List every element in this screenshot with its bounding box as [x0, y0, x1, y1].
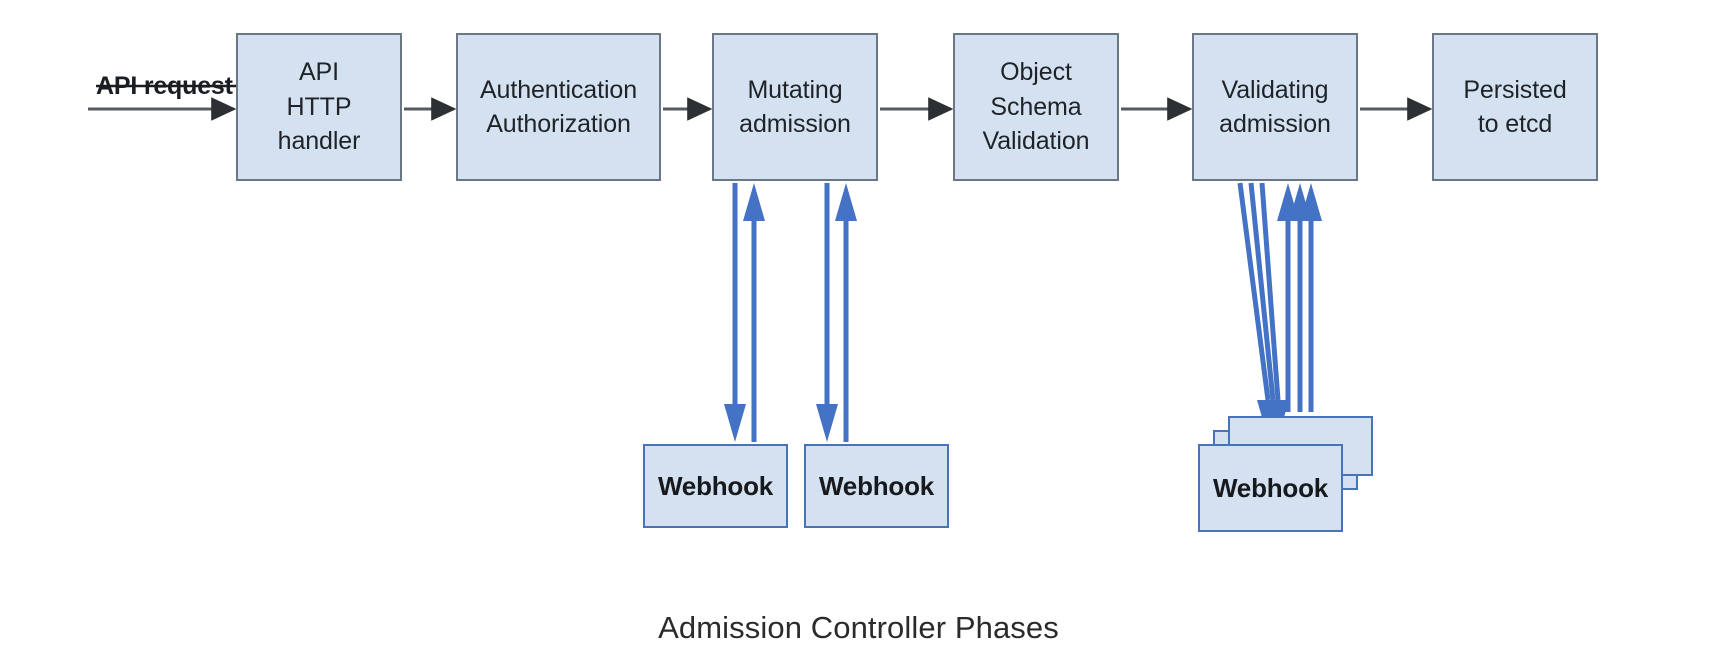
arrow-up-validating-webhook-3 — [1300, 183, 1322, 412]
arrow-up-validating-webhook-1 — [1277, 183, 1299, 412]
phase-box-mutating-admission: Mutating admission — [712, 33, 878, 181]
arrow-down-mutating-webhook-2 — [816, 183, 838, 442]
arrow-down-validating-webhook-1 — [1237, 182, 1279, 438]
phase-box-validating-admission: Validating admission — [1192, 33, 1358, 181]
arrow-up-mutating-webhook-2 — [835, 183, 857, 442]
phase-box-api-http-handler: API HTTP handler — [236, 33, 402, 181]
arrow-down-validating-webhook-2 — [1248, 182, 1284, 438]
arrow-down-mutating-webhook-1 — [724, 183, 746, 442]
mutating-webhook-2: Webhook — [804, 444, 949, 528]
arrow-down-validating-webhook-3 — [1259, 182, 1289, 438]
mutating-webhook-1: Webhook — [643, 444, 788, 528]
arrow-up-validating-webhook-2 — [1289, 183, 1311, 412]
phase-box-persisted-to-etcd: Persisted to etcd — [1432, 33, 1598, 181]
phase-box-object-schema-validation: Object Schema Validation — [953, 33, 1119, 181]
phase-box-authentication-authorization: Authentication Authorization — [456, 33, 661, 181]
arrow-up-mutating-webhook-1 — [743, 183, 765, 442]
validating-webhook-stack: Webhook — [1198, 444, 1343, 532]
diagram-caption: Admission Controller Phases — [658, 610, 1059, 645]
api-request-label: API request — [96, 72, 233, 100]
